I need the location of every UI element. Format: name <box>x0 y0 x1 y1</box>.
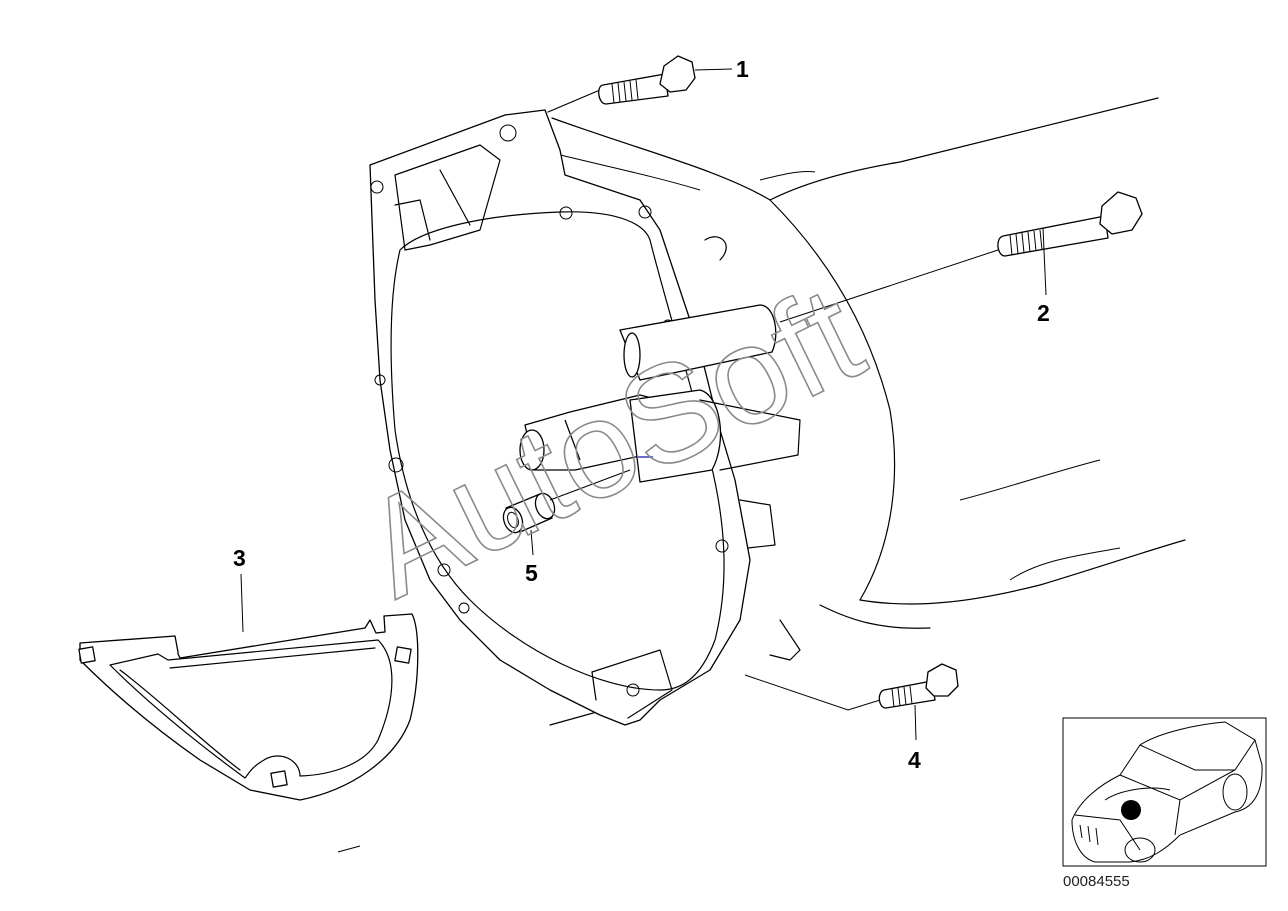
part-5-dowel-sleeve <box>502 469 631 556</box>
callout-2-label: 2 <box>1037 300 1050 326</box>
callout-4-label: 4 <box>908 747 921 773</box>
input-shaft-assembly <box>519 236 801 549</box>
part-4-short-bolt <box>744 663 959 741</box>
car-outline-icon <box>1071 721 1263 863</box>
callout-3-label: 3 <box>233 545 246 571</box>
diagram-reference-number: 00084555 <box>1063 873 1130 890</box>
callout-1-label: 1 <box>736 56 749 82</box>
location-marker-dot <box>1121 800 1141 820</box>
part-3-cover-plate <box>78 573 419 801</box>
part-2-long-bolt <box>779 191 1143 323</box>
callout-5-label: 5 <box>525 560 538 586</box>
vehicle-locator-inset <box>1062 717 1267 867</box>
dash-mark <box>337 845 361 853</box>
part-1-upper-bolt <box>598 55 733 105</box>
